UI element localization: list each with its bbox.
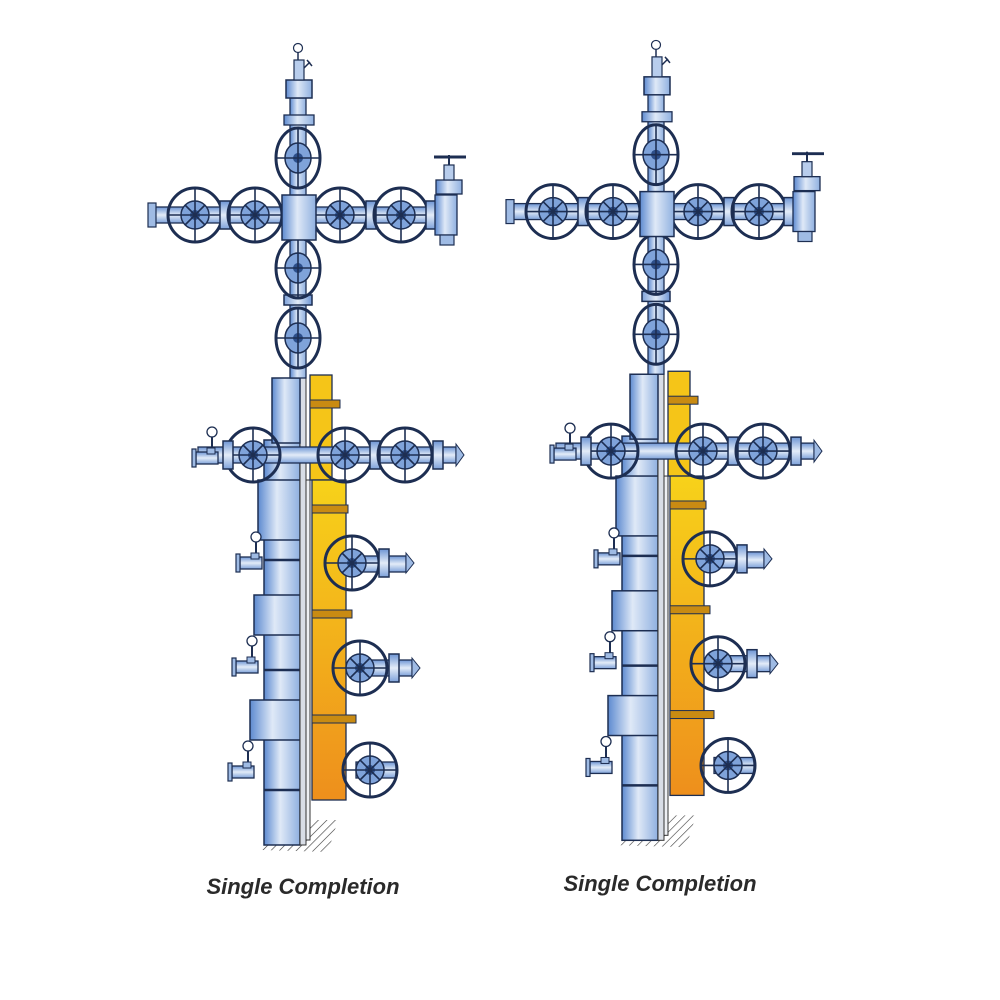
christmas-tree-diagram-right (506, 40, 824, 855)
caption-right: Single Completion (563, 871, 757, 896)
caption-left: Single Completion (206, 874, 400, 899)
christmas-tree-diagram-left (148, 44, 466, 861)
